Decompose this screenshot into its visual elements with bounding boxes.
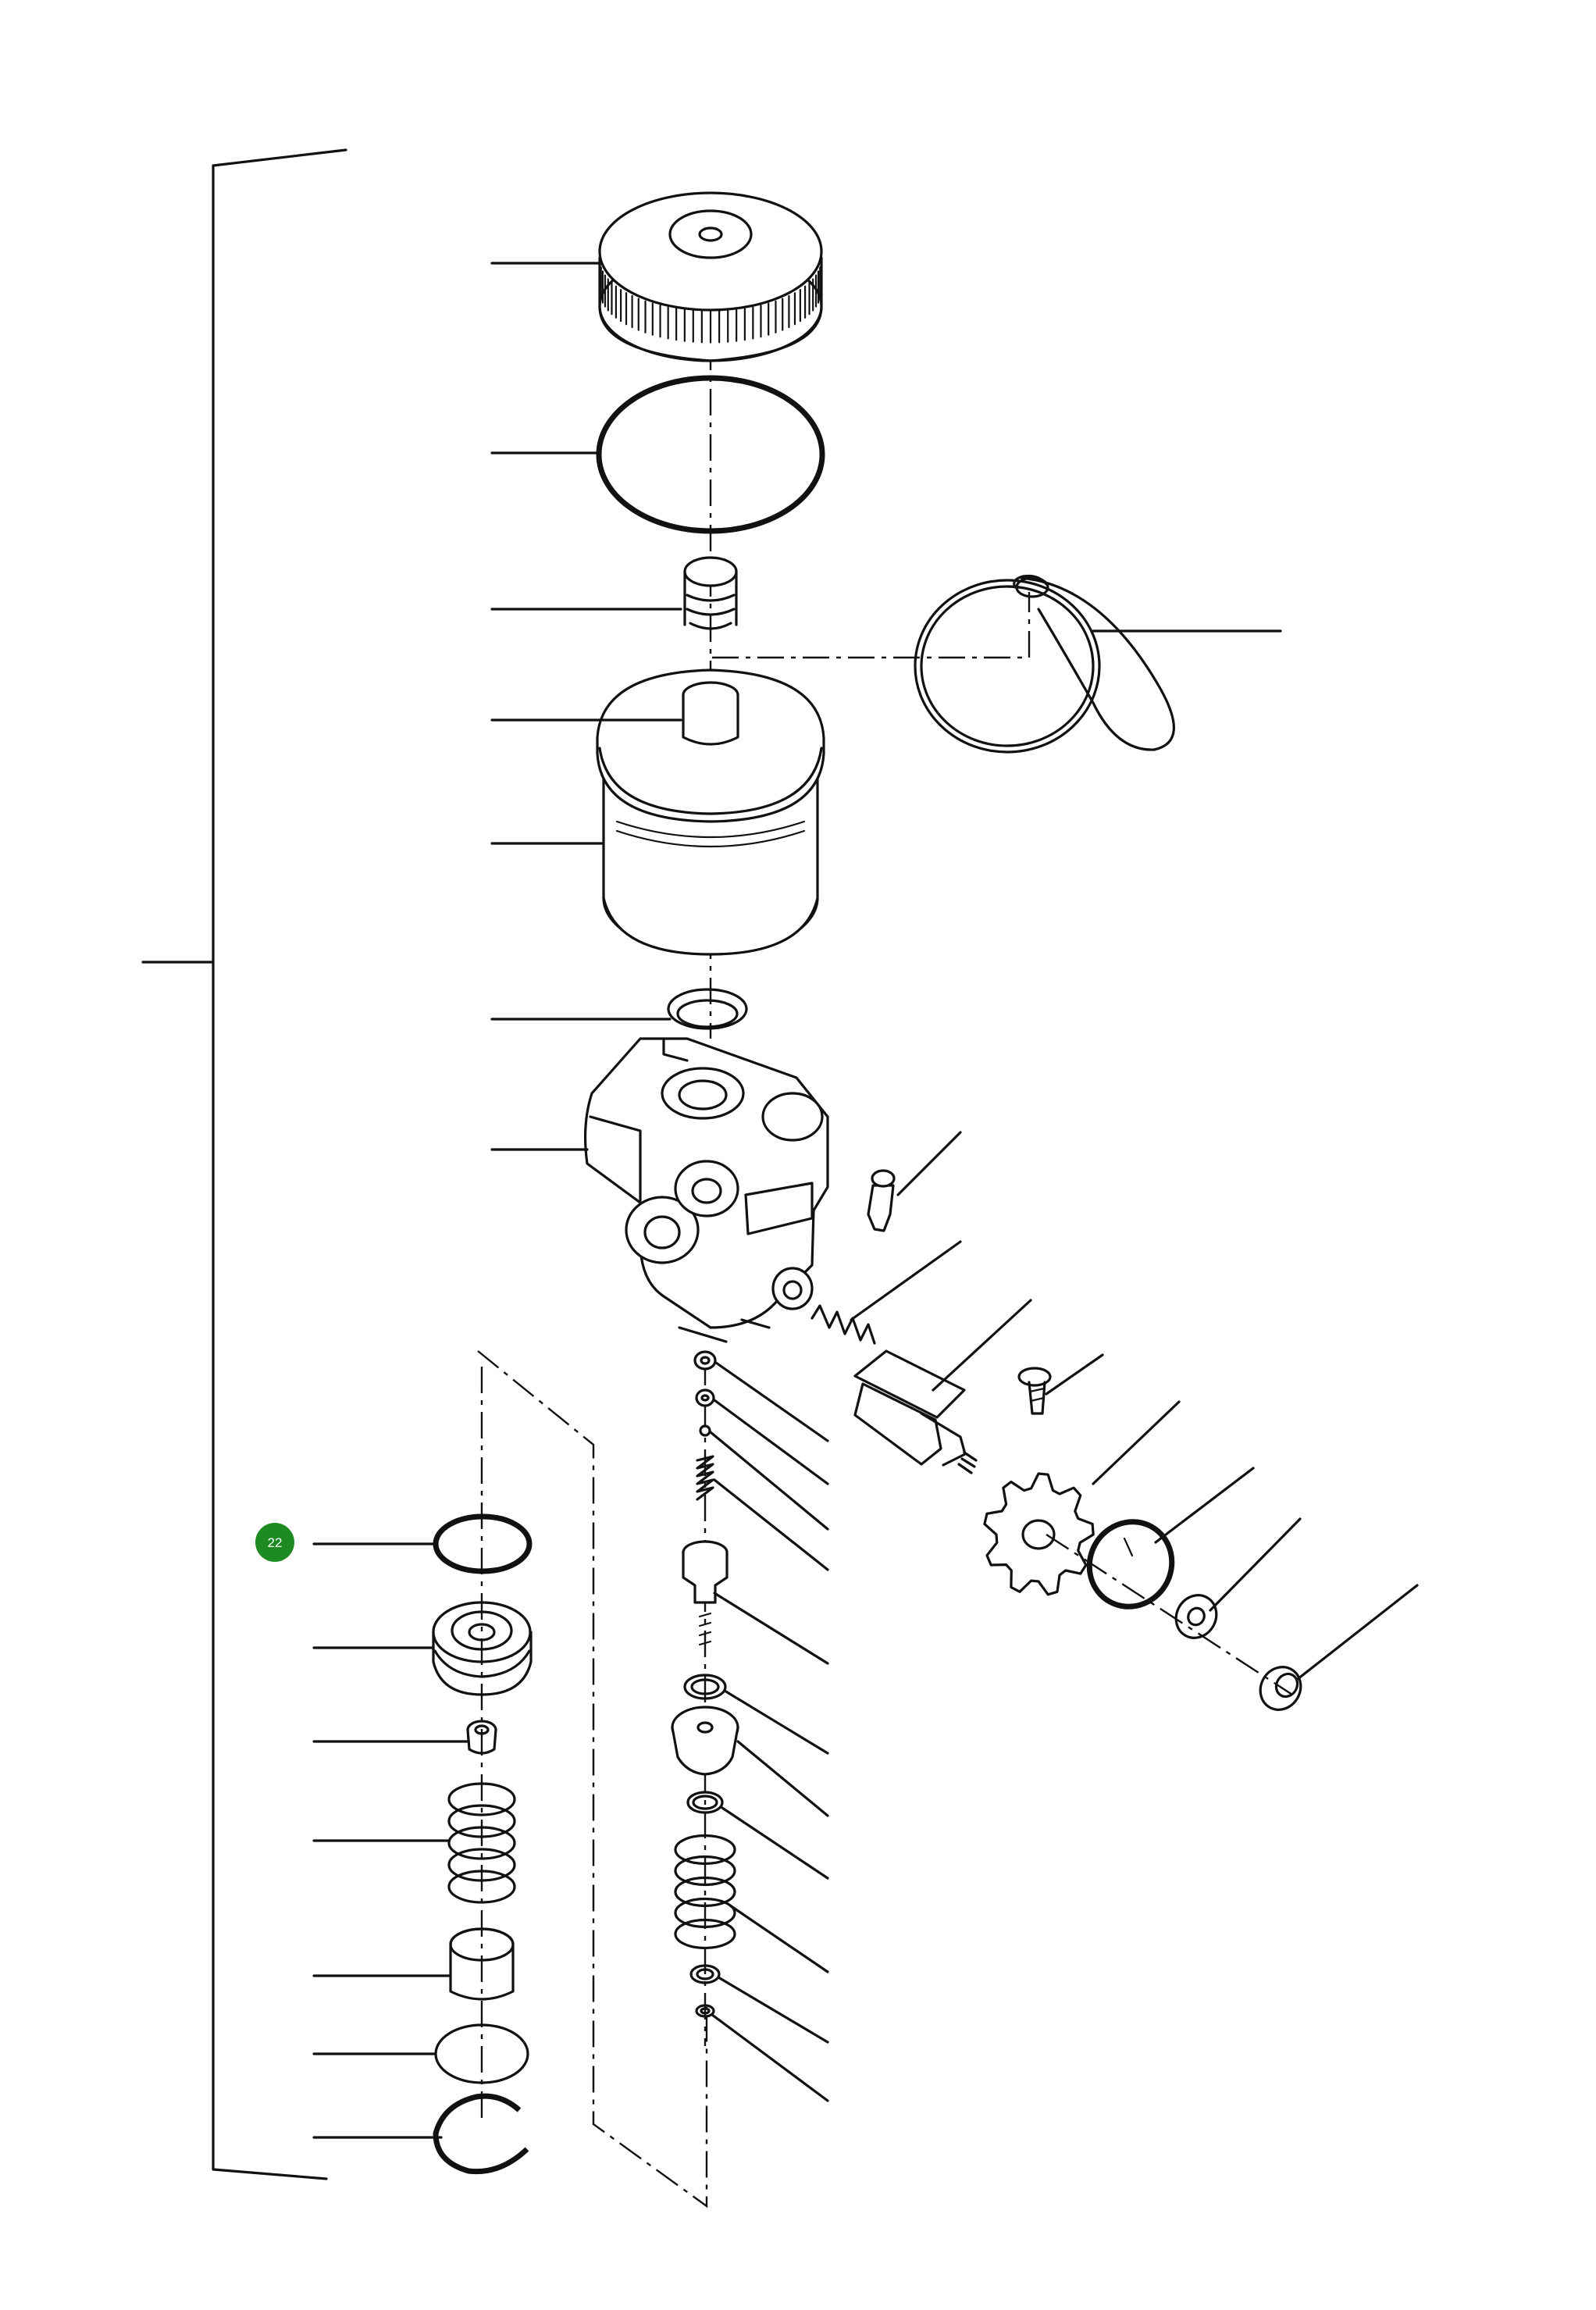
valve-body-housing <box>583 1037 829 1343</box>
leader-lines <box>312 262 1419 2139</box>
spring-coil <box>674 1918 736 1950</box>
snap-ring-left <box>433 2093 529 2175</box>
filter-bowl <box>596 668 825 956</box>
spring-coil <box>674 1834 736 1866</box>
bowl-seal-ring <box>667 988 748 1030</box>
spring-coil <box>674 1897 736 1929</box>
center-small-parts <box>671 1350 739 2018</box>
filter-cap <box>598 191 823 362</box>
star-knob <box>983 1472 1095 1596</box>
callout-label: 22 <box>268 1535 283 1550</box>
large-o-ring <box>596 375 825 534</box>
spring-coil <box>674 1855 736 1887</box>
assembly-bracket <box>141 148 347 2180</box>
cap-knurling <box>598 258 823 344</box>
cap-nut-right <box>1259 1666 1302 1711</box>
top-spring-retainer <box>683 556 738 630</box>
sub-assembly-frame <box>477 1350 708 2208</box>
center-spring <box>674 1834 736 1950</box>
wire-bail-clip <box>914 574 1175 754</box>
small-spring <box>810 1304 876 1345</box>
snap-ring-right <box>1086 1519 1175 1610</box>
actuator-shaft <box>853 1349 978 1474</box>
screw <box>1017 1367 1052 1415</box>
spring-coil <box>674 1876 736 1908</box>
callout-badge-22[interactable]: 22 <box>255 1523 294 1562</box>
roll-pin <box>867 1169 896 1232</box>
flat-washer-right <box>1174 1594 1218 1639</box>
